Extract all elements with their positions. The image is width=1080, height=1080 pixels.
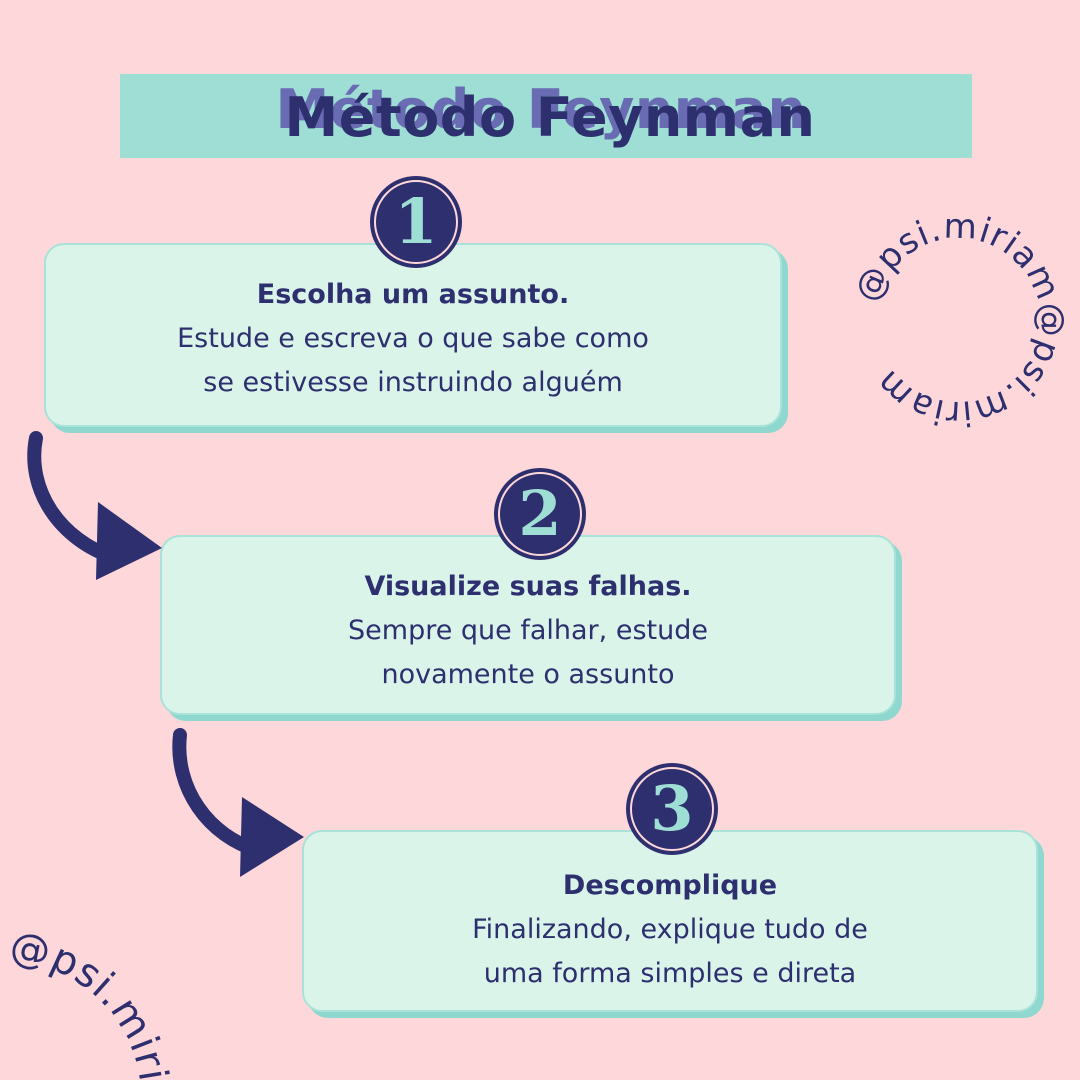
- step-2-card: Visualize suas falhas. Sempre que falhar…: [160, 535, 896, 715]
- step-3-body: Finalizando, explique tudo de uma forma …: [472, 914, 868, 989]
- step-2-number-badge: 2: [494, 468, 586, 560]
- step-2-body: Sempre que falhar, estude novamente o as…: [348, 615, 708, 690]
- curved-arrow-icon: [172, 728, 304, 877]
- step-1-body: Estude e escreva o que sabe como se esti…: [177, 323, 649, 398]
- svg-text:@psi.miriam: @psi.miriam: [0, 890, 176, 1080]
- step-1-card: Escolha um assunto. Estude e escreva o q…: [44, 243, 782, 427]
- step-1-number-badge: 1: [370, 176, 462, 268]
- step-2-heading: Visualize suas falhas.: [364, 571, 692, 602]
- handle-corner-text: @psi.miriam: [0, 890, 175, 1080]
- handle-circle-text: @psi.miriam@psi.miriam: [848, 210, 1068, 430]
- page-title: Método Feynman: [284, 86, 816, 149]
- handle-circle-logo: @psi.miriam@psi.miriam: [848, 210, 1068, 430]
- step-3-card: Descomplique Finalizando, explique tudo …: [302, 830, 1038, 1012]
- title-shadow: Método Feynman: [275, 78, 807, 141]
- title-banner: Método Feynman Método Feynman: [120, 74, 972, 158]
- step-1-number: 1: [394, 185, 438, 258]
- handle-corner-logo: @psi.miriam: [0, 890, 176, 1080]
- step-2-number: 2: [518, 477, 562, 550]
- step-3-heading: Descomplique: [562, 870, 778, 901]
- curved-arrow-icon: [27, 431, 162, 580]
- svg-text:@psi.miriam@psi.miriam: @psi.miriam@psi.miriam: [848, 210, 1068, 430]
- step-1-heading: Escolha um assunto.: [256, 279, 570, 310]
- step-3-number: 3: [650, 772, 694, 845]
- step-3-number-badge: 3: [626, 763, 718, 855]
